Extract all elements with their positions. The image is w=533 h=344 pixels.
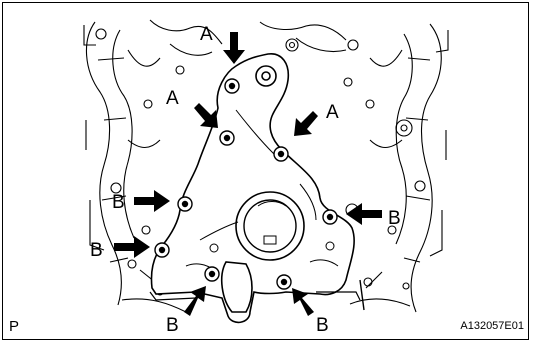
label-b-upper-left: B xyxy=(112,192,125,213)
figure-frame xyxy=(2,2,529,340)
arrow-b-right xyxy=(346,203,382,225)
engine-block-outline xyxy=(83,19,449,313)
bolt-b-lower-left xyxy=(154,242,170,258)
arrow-a-left xyxy=(194,103,218,128)
arrow-a-top xyxy=(223,32,245,64)
label-b-bottom-right: B xyxy=(316,315,329,336)
bolt-b-bottom-right xyxy=(276,274,292,290)
arrow-b-bottom-right xyxy=(292,288,314,316)
bolt-b-right xyxy=(322,209,338,225)
label-b-bottom-left: B xyxy=(166,315,179,336)
bolt-a-right xyxy=(273,146,289,162)
figure-id: A132057E01 xyxy=(460,320,524,332)
arrow-b-upper-left xyxy=(134,190,170,212)
bolt-b-bottom-left xyxy=(204,266,220,282)
label-a-top: A xyxy=(200,24,213,45)
label-a-right: A xyxy=(326,102,339,123)
page-letter: P xyxy=(9,318,20,335)
label-b-lower-left: B xyxy=(90,240,103,261)
bolt-a-top xyxy=(224,78,240,94)
arrow-b-bottom-left xyxy=(184,286,206,316)
callout-arrows xyxy=(114,32,382,316)
arrow-b-lower-left xyxy=(114,236,150,258)
oil-pump-body xyxy=(149,53,365,324)
label-a-left: A xyxy=(166,88,179,109)
bolt-a-left xyxy=(219,130,235,146)
arrow-a-right xyxy=(294,111,318,136)
bolt-b-upper-left xyxy=(177,196,193,212)
label-b-right: B xyxy=(388,208,401,229)
